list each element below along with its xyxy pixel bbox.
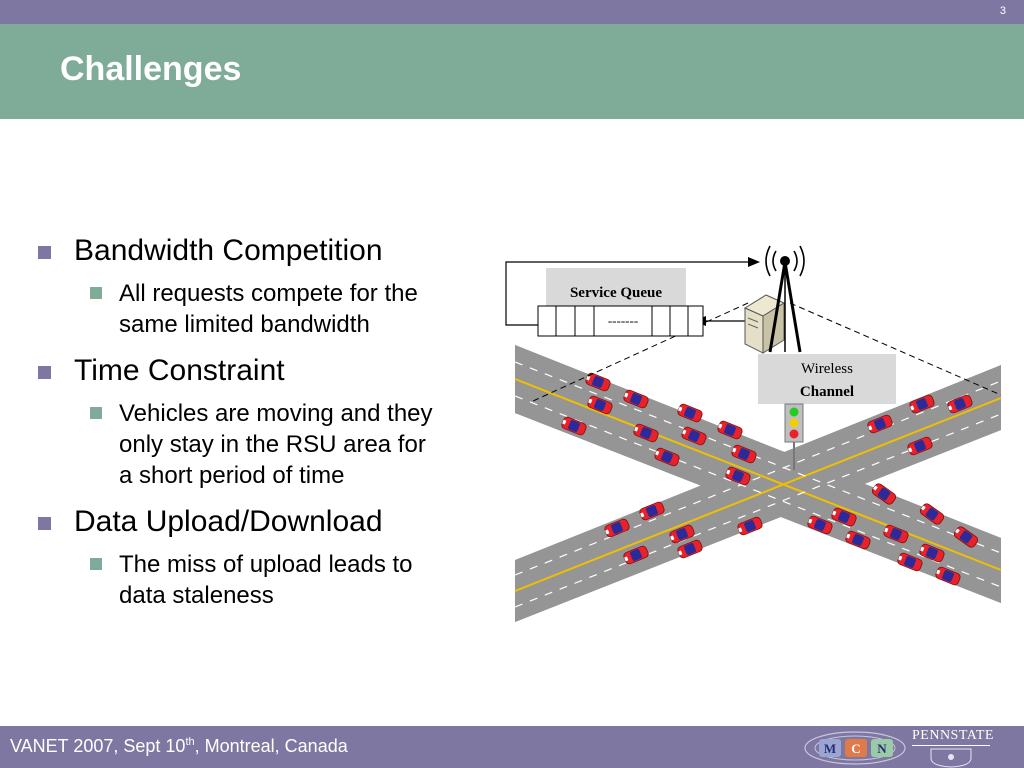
sub-bullet-square-icon bbox=[90, 287, 102, 299]
antenna-icon bbox=[765, 245, 805, 353]
service-queue-label: Service Queue bbox=[570, 285, 662, 301]
bullet-data: Data Upload/Download bbox=[36, 503, 506, 541]
sub-bullet-square-icon bbox=[90, 558, 102, 570]
coverage-line-right bbox=[789, 302, 1002, 396]
queue-cells: ------- bbox=[537, 305, 704, 337]
footer-conference: VANET 2007, Sept 10th, Montreal, Canada bbox=[10, 736, 348, 756]
bullet-list: Bandwidth Competition All requests compe… bbox=[36, 232, 506, 623]
top-bar: 3 bbox=[0, 0, 1024, 24]
lane-line bbox=[514, 380, 1002, 576]
slide-title: Challenges bbox=[60, 50, 242, 88]
bullet-square-icon bbox=[38, 517, 51, 530]
lane-line bbox=[514, 378, 1002, 571]
traffic-light-icon bbox=[784, 403, 804, 470]
page-number: 3 bbox=[999, 5, 1006, 17]
lane-line bbox=[514, 395, 1002, 588]
pennstate-logo: PENNSTATE bbox=[912, 728, 994, 743]
bullet-square-icon bbox=[38, 246, 51, 259]
footer-bar: VANET 2007, Sept 10th, Montreal, Canada … bbox=[0, 726, 1024, 768]
svg-text:C: C bbox=[851, 741, 860, 756]
bullet-time: Time Constraint bbox=[36, 352, 506, 390]
flow-arrow bbox=[505, 261, 748, 326]
mcn-lab-logo-icon: M C N bbox=[804, 731, 906, 765]
wireless-channel-box bbox=[758, 354, 896, 404]
svg-text:M: M bbox=[824, 741, 836, 756]
title-band: Challenges bbox=[0, 24, 1024, 119]
svg-text:N: N bbox=[877, 741, 887, 756]
lane-line bbox=[514, 397, 1002, 592]
pennstate-rule bbox=[912, 745, 990, 746]
wireless-label-line2: Channel bbox=[800, 384, 854, 400]
sub-bullet-square-icon bbox=[90, 407, 102, 419]
wireless-label-line1: Wireless bbox=[801, 361, 853, 377]
bullet-square-icon bbox=[38, 366, 51, 379]
queue-dots: ------- bbox=[608, 313, 638, 328]
lane-line bbox=[514, 361, 1002, 554]
service-queue-box bbox=[546, 268, 686, 306]
bullet-bandwidth: Bandwidth Competition bbox=[36, 232, 506, 270]
pennstate-shield-icon bbox=[930, 748, 972, 768]
